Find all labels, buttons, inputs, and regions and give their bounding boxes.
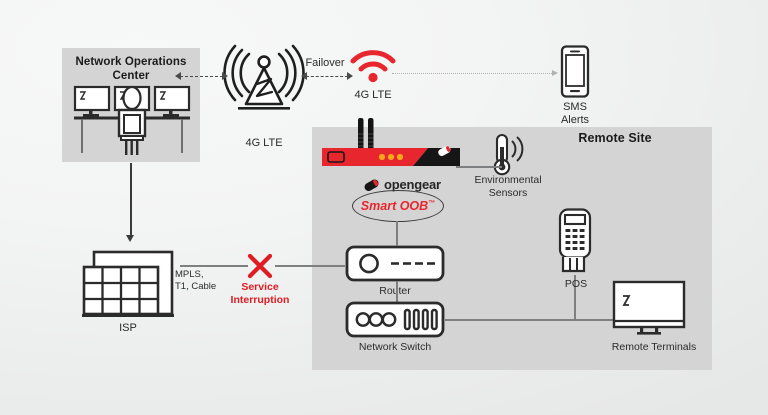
region-noc-title: Network Operations Center	[75, 56, 187, 83]
failover-label: Failover	[305, 57, 345, 69]
router-label: Router	[379, 285, 411, 297]
connector-isp-interruption	[180, 265, 248, 267]
pos-terminal-icon	[556, 208, 596, 274]
network-switch-icon	[345, 301, 445, 338]
connector-lte-sms	[392, 73, 554, 74]
red-x-icon	[246, 252, 274, 280]
pos-label: POS	[564, 278, 588, 290]
mobile-phone-icon	[558, 45, 592, 99]
connector-failover-arrow-left	[301, 72, 307, 80]
network-switch-label: Network Switch	[358, 341, 432, 353]
smart-oob-tm: ™	[428, 199, 436, 207]
isp-label: ISP	[119, 322, 137, 334]
wifi-signal-icon	[350, 48, 396, 84]
wifi-lte-label: 4G LTE	[354, 89, 392, 101]
opengear-appliance[interactable]	[320, 118, 472, 170]
building-icon	[82, 250, 180, 322]
connector-bus-pos	[574, 275, 576, 320]
link-type-label: MPLS, T1, Cable	[175, 269, 217, 292]
smart-oob-badge: Smart OOB™	[352, 190, 444, 222]
service-interruption-label: Service Interruption	[230, 281, 290, 306]
region-remote-site-title: Remote Site	[578, 131, 652, 145]
opengear-wordmark: opengear	[384, 177, 441, 192]
connector-interruption-router	[275, 265, 345, 267]
router-icon	[345, 245, 445, 282]
opengear-logo-icon	[363, 178, 380, 191]
operator-workstation-icon	[72, 84, 192, 156]
connector-router-switch	[396, 281, 398, 302]
environmental-sensors-label: Environmental Sensors	[474, 174, 542, 199]
smart-oob-text: Smart OOB	[360, 199, 429, 213]
connector-noc-tower-arrow-right	[222, 72, 228, 80]
connector-noc-isp	[130, 163, 132, 236]
cell-tower-label: 4G LTE	[245, 137, 283, 149]
connector-lte-sms-arrow	[552, 69, 558, 76]
connector-switch-bus	[445, 319, 625, 321]
connector-noc-tower	[180, 76, 223, 77]
connector-appliance-sensors	[456, 166, 502, 168]
monitor-icon	[612, 280, 692, 340]
connector-noc-isp-arrow	[126, 235, 134, 242]
thermometer-icon	[487, 133, 529, 177]
smart-oob-label: Smart OOB™	[361, 199, 435, 213]
connector-noc-tower-arrow-left	[175, 72, 181, 80]
cell-tower-icon	[223, 44, 305, 120]
remote-terminals-label: Remote Terminals	[611, 341, 697, 353]
sms-alerts-label: SMS Alerts	[560, 101, 590, 127]
connector-oob-router	[396, 221, 398, 246]
connector-failover-arrow-right	[347, 72, 353, 80]
connector-failover	[306, 76, 348, 77]
opengear-brand: opengear	[363, 177, 441, 192]
